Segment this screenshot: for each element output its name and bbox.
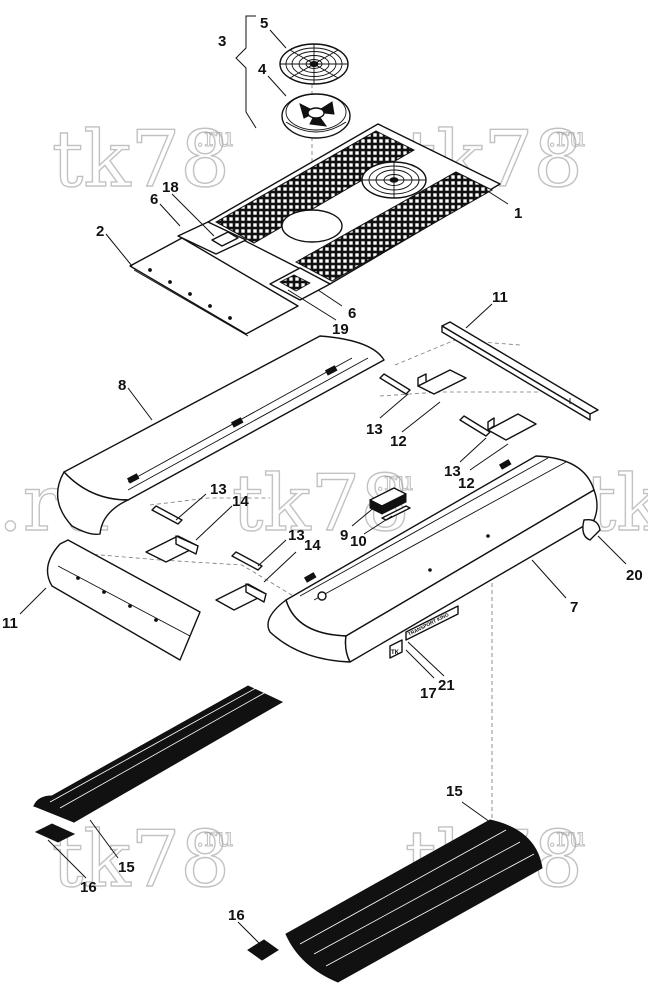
callout-13-right-lower: 13 (444, 463, 461, 480)
svg-text:.ru: .ru (548, 823, 585, 853)
badge-text: TK (391, 650, 400, 656)
callout-2: 2 (96, 223, 104, 240)
callout-13-left-upper: 13 (210, 481, 227, 498)
part-6-bracket-left (177, 221, 247, 255)
svg-text:tk78: tk78 (52, 115, 230, 205)
callout-numbers: 5 3 4 1 18 6 2 6 19 11 8 13 12 13 12 13 … (2, 15, 643, 924)
leader-lines (19, 29, 627, 945)
part-14-bracket-upper (145, 535, 199, 563)
part-14-bracket-lower (215, 583, 267, 611)
svg-text:.ru: .ru (196, 823, 233, 853)
callout-15-right: 15 (446, 783, 463, 800)
callout-16-bottom: 16 (228, 907, 245, 924)
bracket-3 (235, 15, 257, 129)
part-13-strips (151, 373, 491, 571)
svg-text:.ru: .ru (548, 123, 585, 153)
callout-10: 10 (350, 533, 367, 550)
callout-13-left-lower: 13 (288, 527, 305, 544)
callout-6-right: 6 (348, 305, 356, 322)
part-4-fan-motor (281, 93, 351, 139)
callout-1: 1 (514, 205, 522, 222)
callout-8: 8 (118, 377, 126, 394)
watermark-top-left: tk78 .ru (51, 114, 234, 205)
part-11-end-cover (46, 539, 201, 661)
callout-21: 21 (438, 677, 455, 694)
part-11-rail-right (441, 321, 599, 421)
callout-12-lower: 12 (458, 475, 475, 492)
callout-14-upper: 14 (232, 493, 249, 510)
callout-19: 19 (332, 321, 349, 338)
part-12-bracket-lower (487, 413, 537, 441)
callout-13-right-upper: 13 (366, 421, 383, 438)
part-6-bracket-right (269, 267, 331, 301)
callout-12-upper: 12 (390, 433, 407, 450)
part-7-right-cover (267, 455, 598, 663)
callout-11-right: 11 (492, 289, 508, 306)
callout-4: 4 (258, 61, 267, 78)
callout-16-left: 16 (80, 879, 97, 896)
callout-15-left: 15 (118, 859, 135, 876)
svg-text:tk78: tk78 (52, 815, 230, 905)
watermark-bottom-left: tk78 .ru (51, 814, 234, 905)
callout-6-left: 6 (150, 191, 158, 208)
callout-7: 7 (570, 599, 578, 616)
callout-3: 3 (218, 33, 226, 50)
part-10-strip (381, 505, 411, 521)
callout-11-left: 11 (2, 615, 18, 632)
callout-9: 9 (340, 527, 348, 544)
part-15-panel-upper (32, 685, 284, 823)
part-9-hinge-block (369, 487, 407, 515)
part-15-panel-lower (285, 819, 543, 983)
callout-14-lower: 14 (304, 537, 321, 554)
part-1-grille-panel (207, 123, 501, 285)
part-5-fan-guard (279, 43, 349, 85)
svg-text:.ru: .ru (196, 123, 233, 153)
part-8-left-cover (56, 335, 385, 536)
part-16-pad-bottom (247, 939, 279, 961)
callout-5: 5 (260, 15, 268, 32)
callout-18: 18 (162, 179, 179, 196)
part-17-badge: TK (389, 639, 403, 659)
part-1-fan-grille (361, 161, 427, 199)
callout-17: 17 (420, 685, 437, 702)
part-16-pad-left (34, 823, 76, 843)
part-2-flat-panel (129, 237, 299, 337)
part-20-latch (582, 519, 601, 541)
callout-20: 20 (626, 567, 643, 584)
part-12-bracket-upper (417, 369, 467, 395)
